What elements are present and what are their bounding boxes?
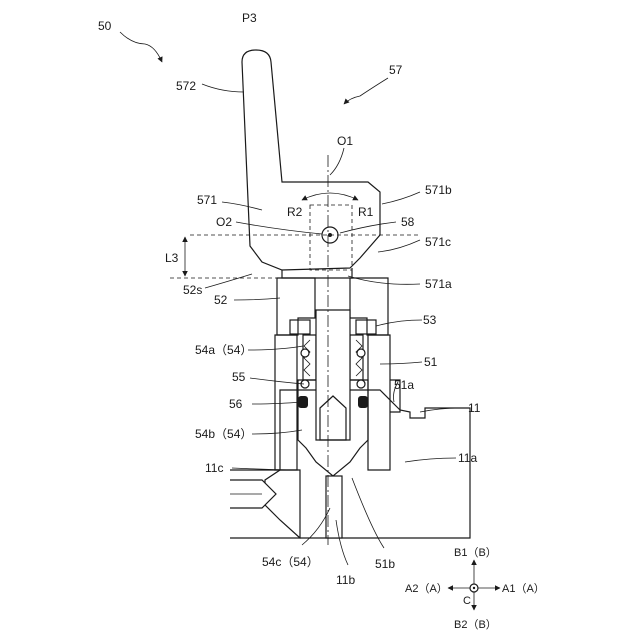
label-r1: R1 bbox=[358, 205, 374, 219]
lever-57 bbox=[242, 50, 380, 278]
axis-label-c: C bbox=[463, 595, 471, 607]
label-view: P3 bbox=[242, 11, 257, 25]
label-57: 57 bbox=[389, 63, 403, 77]
direction-indicator bbox=[448, 560, 500, 610]
label-58: 58 bbox=[401, 215, 415, 229]
label-51: 51 bbox=[424, 355, 438, 369]
leader-lines bbox=[120, 32, 460, 565]
plunger bbox=[316, 310, 350, 440]
label-56: 56 bbox=[229, 397, 243, 411]
label-571b: 571b bbox=[425, 183, 452, 197]
label-54a: 54a（54） bbox=[195, 343, 252, 357]
label-571a: 571a bbox=[425, 277, 452, 291]
label-11a: 11a bbox=[458, 451, 477, 465]
label-o1: O1 bbox=[337, 134, 353, 148]
label-51a: 51a bbox=[394, 378, 414, 392]
label-54b: 54b（54） bbox=[195, 427, 252, 441]
axis-label-a1: A1（A） bbox=[502, 582, 545, 595]
label-11b: 11b bbox=[336, 573, 355, 587]
label-572: 572 bbox=[176, 79, 196, 93]
label-52: 52 bbox=[214, 293, 228, 307]
label-figure-number: 50 bbox=[98, 19, 112, 33]
label-55: 55 bbox=[232, 370, 246, 384]
axis-label-b2: B2（B） bbox=[454, 618, 497, 631]
label-52s: 52s bbox=[183, 283, 202, 297]
label-54c: 54c（54） bbox=[262, 555, 319, 569]
label-11c: 11c bbox=[205, 461, 223, 475]
axis-label-b1: B1（B） bbox=[454, 546, 497, 559]
label-11: 11 bbox=[468, 401, 481, 415]
label-571c: 571c bbox=[425, 235, 451, 249]
label-53: 53 bbox=[423, 313, 437, 327]
axis-label-a2: A2（A） bbox=[405, 582, 448, 595]
label-r2: R2 bbox=[287, 205, 303, 219]
label-o2: O2 bbox=[216, 215, 232, 229]
label-51b: 51b bbox=[375, 557, 395, 571]
label-571: 571 bbox=[197, 193, 217, 207]
label-l3: L3 bbox=[165, 251, 179, 265]
